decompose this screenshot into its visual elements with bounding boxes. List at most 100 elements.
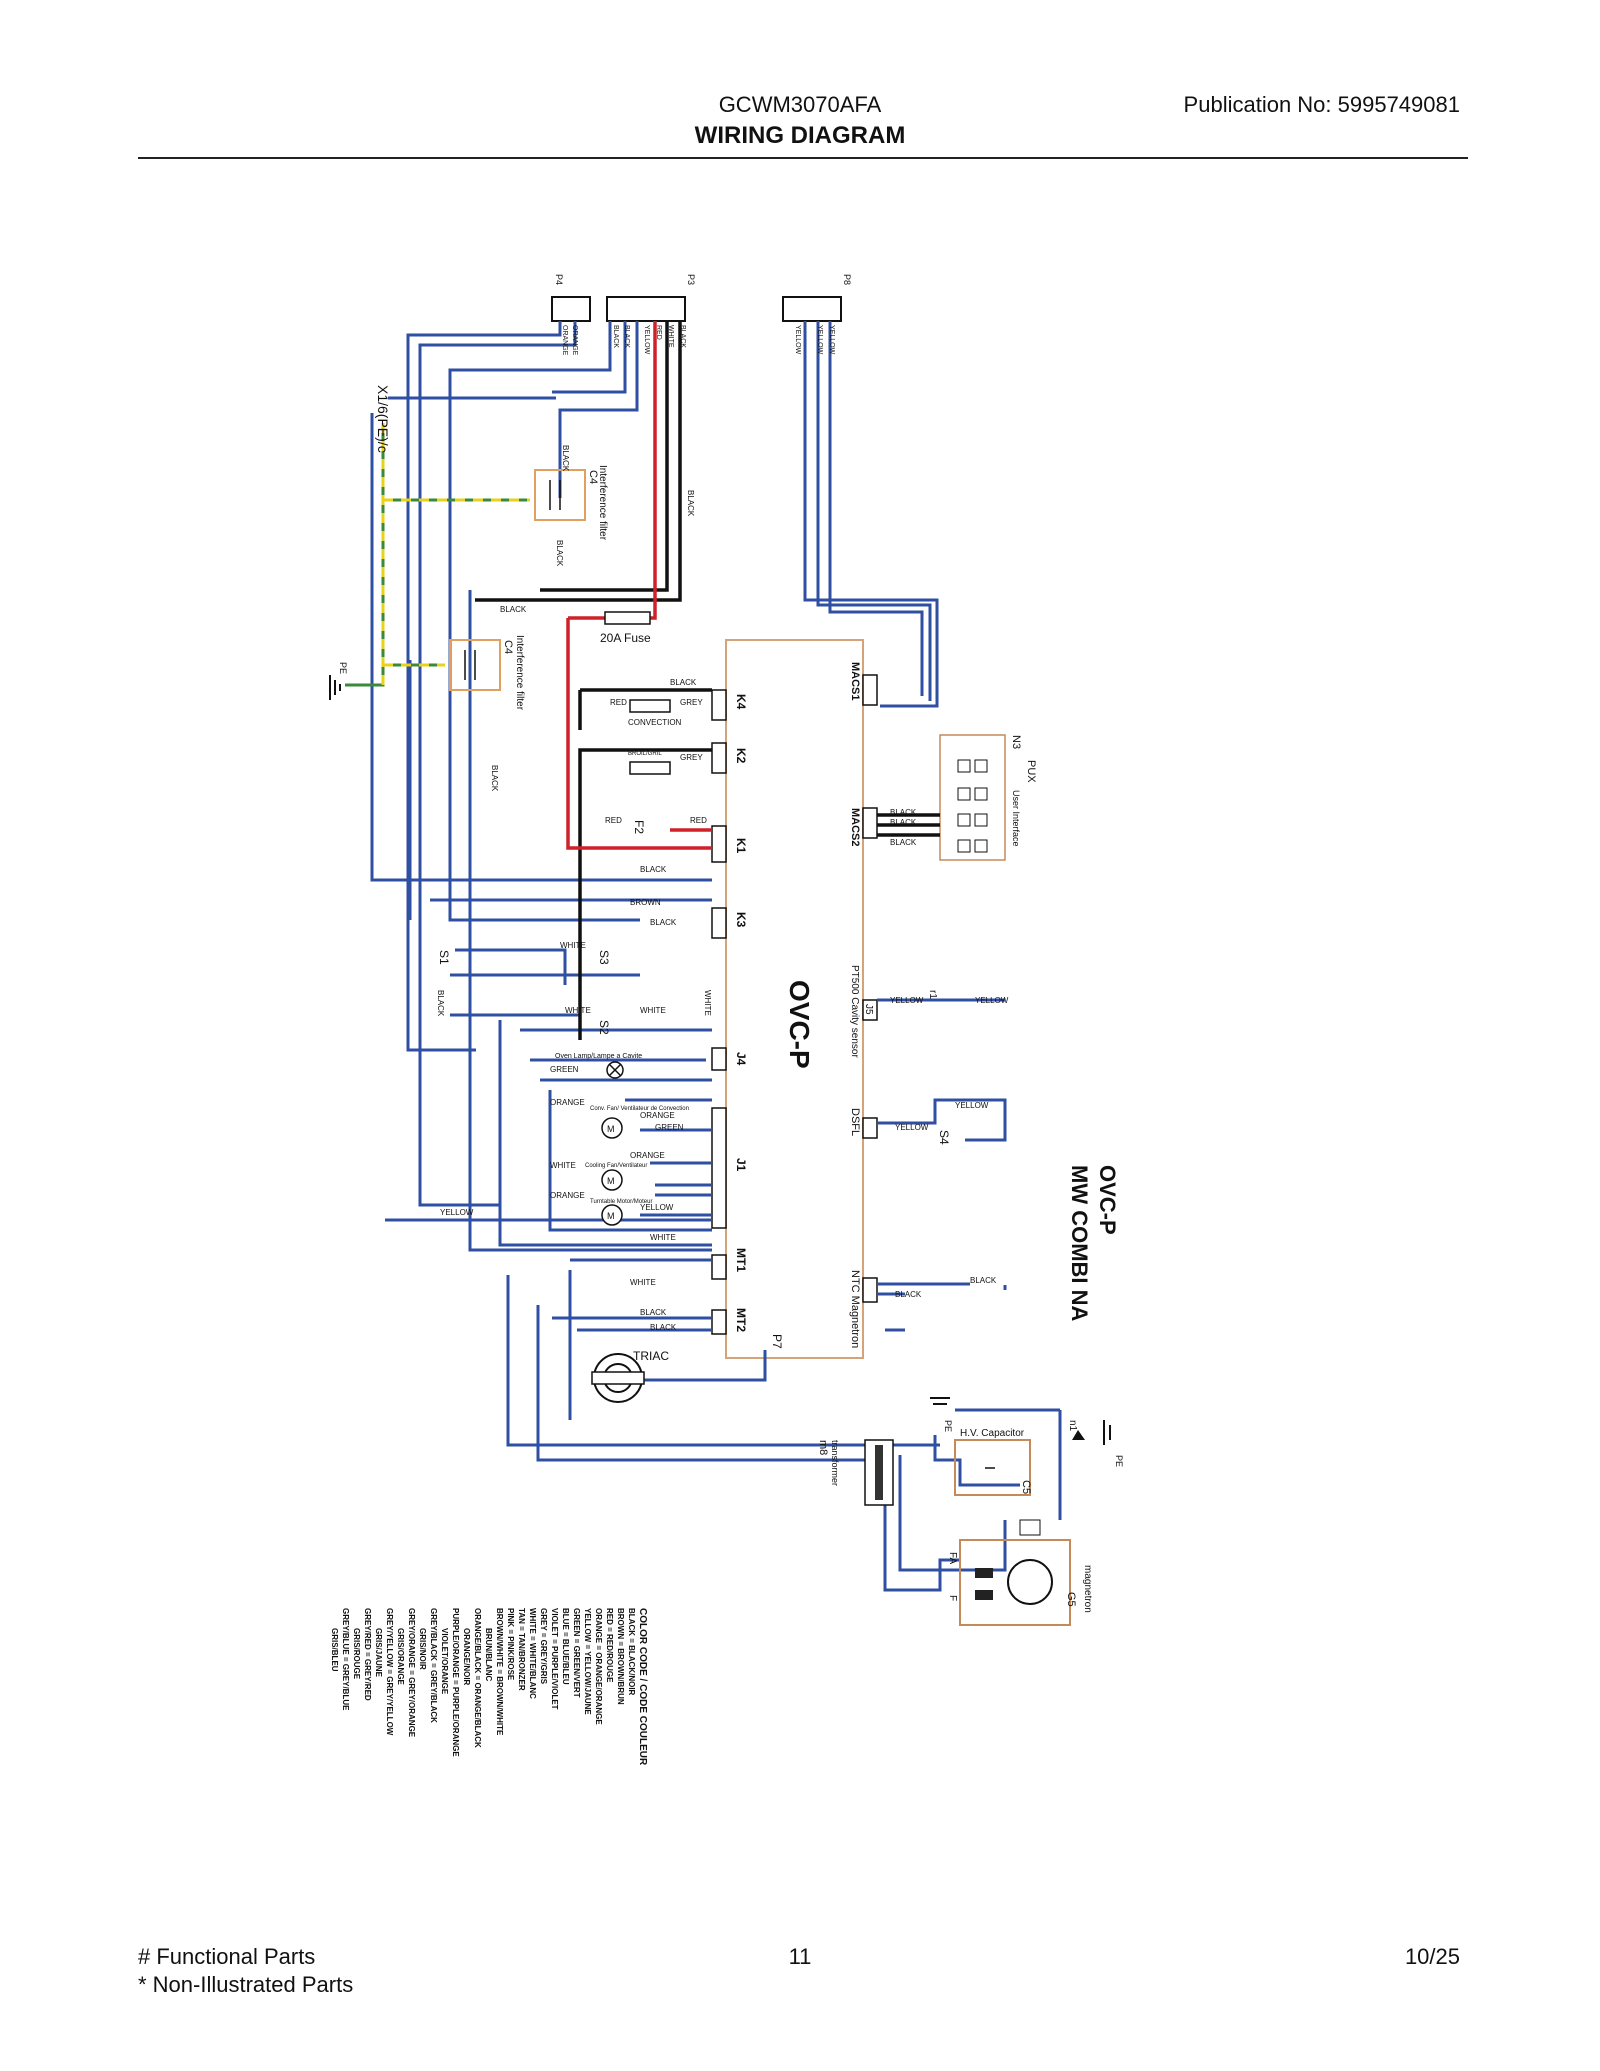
triac-label: TRIAC [633, 1349, 669, 1363]
transformer-label: transformer [830, 1440, 840, 1486]
wire-label-yellow-4: YELLOW [975, 996, 1009, 1005]
macs1-label: MACS1 [849, 662, 861, 701]
red-wires [566, 321, 712, 850]
pt500-label: PT500 Cavity sensor [849, 965, 860, 1058]
s1-label: S1 [437, 950, 451, 965]
wire-label-red-3: RED [690, 816, 707, 825]
wire-label-white-5: WHITE [650, 1233, 676, 1242]
color-code-entry: ORANGE = ORANGE/ORANGE [594, 1608, 603, 1725]
wire-label-white-1: WHITE [560, 941, 586, 950]
wire-label-black-5: BLACK [640, 1308, 667, 1317]
wire-label-black-1: BLACK [500, 605, 527, 614]
triac: TRIAC [591, 1349, 669, 1403]
color-code-entry: YELLOW = YELLOW/JAUNE [583, 1608, 592, 1715]
magnetron-label: magnetron [1082, 1565, 1093, 1613]
wire-label-black-2: BLACK [670, 678, 697, 687]
dsfl-label: DSFL [849, 1108, 861, 1136]
publication-number: Publication No: 5995749081 [1183, 92, 1460, 117]
wire-label-black-7: BLACK [970, 1276, 997, 1285]
color-code-entry: BROWN = BROWN/BRUN [616, 1608, 625, 1705]
ui-wires [877, 813, 940, 837]
color-code-entry: GREY/BLACK = GREY/BLACK [429, 1608, 438, 1723]
p8-wire-yellow-3: YELLOW [828, 325, 835, 355]
color-code-entry: WHITE = WHITE/BLANC [528, 1608, 537, 1699]
header-divider [138, 157, 1468, 159]
m8-label: m8 [817, 1440, 829, 1455]
pe-label-3: PE [943, 1420, 953, 1432]
color-code-entry: GREEN = GREEN/VERT [572, 1608, 581, 1698]
f2-label: F2 [632, 820, 646, 834]
fa-label: FA [947, 1552, 958, 1565]
wire-label-orange-4: ORANGE [550, 1191, 585, 1200]
wire-label-black-13: BLACK [490, 765, 499, 792]
svg-text:M: M [607, 1124, 615, 1134]
wire-label-grey-1: GREY [680, 698, 703, 707]
color-code-entry: BRUN/BLANC [484, 1628, 493, 1682]
p4-wire-orange-1: ORANGE [561, 325, 568, 356]
color-code-entry: PURPLE/ORANGE = PURPLE/ORANGE [451, 1608, 460, 1757]
interference-filter-2-label: Interference filter [514, 635, 525, 711]
convection-element: CONVECTION [628, 699, 682, 727]
p3-wire-red: RED [655, 325, 662, 340]
ground-symbol-left: PE [329, 662, 348, 700]
color-code-entry: ORANGE/NOIR [462, 1628, 471, 1686]
wire-label-yellow-6: YELLOW [895, 1123, 929, 1132]
mt2-label: MT2 [734, 1308, 748, 1332]
c4b-label: C4 [502, 640, 514, 654]
pe-label-1: PE [1114, 1455, 1124, 1467]
n3-label: N3 [1010, 735, 1022, 749]
connector-p3-label: P3 [686, 274, 696, 285]
color-code-entry: RED = RED/ROUGE [605, 1608, 614, 1683]
color-code-entry: GRIS/BLEU [330, 1628, 339, 1672]
color-code-entry: BROWN/WHITE = BROWN/WHITE [495, 1608, 504, 1736]
k4-label: K4 [734, 694, 748, 710]
page-title: WIRING DIAGRAM [694, 122, 906, 149]
wire-label-yellow-1: YELLOW [640, 1203, 674, 1212]
footer-functional-parts: # Functional Parts [138, 1944, 316, 1969]
wire-label-orange-3: ORANGE [630, 1151, 665, 1160]
j5-header [862, 999, 878, 1021]
wire-label-orange-2: ORANGE [640, 1111, 675, 1120]
k3-label: K3 [734, 912, 748, 928]
s3-label: S3 [597, 950, 611, 965]
connector-p4-label: P4 [554, 274, 564, 285]
wire-label-green-2: GREEN [655, 1123, 684, 1132]
wire-label-black-12: BLACK [686, 490, 695, 517]
k2-label: K2 [734, 748, 748, 764]
connector-p8: P8 [782, 274, 852, 322]
j1-label: J1 [734, 1158, 748, 1172]
wire-label-grey-2: GREY [680, 753, 703, 762]
color-code-entry: PINK = PINK/ROSE [506, 1608, 515, 1681]
s4-label: S4 [937, 1130, 951, 1145]
svg-text:M: M [607, 1176, 615, 1186]
n1-label: n1 [1067, 1420, 1078, 1432]
cooling-fan-motor: M Cooling Fan/Ventilateur [585, 1163, 647, 1191]
ground-wire [345, 423, 530, 687]
r1-label: r1 [927, 990, 938, 999]
wire-label-black-6: BLACK [650, 1323, 677, 1332]
k1-label: K1 [734, 838, 748, 854]
ovc-p-board [725, 639, 864, 1359]
model-label: OVC-P [1095, 1165, 1120, 1235]
wire-label-white-7: WHITE [703, 990, 712, 1016]
j4-label: J4 [734, 1052, 748, 1066]
s2-label: S2 [597, 1020, 611, 1035]
wire-label-black-8: BLACK [895, 1290, 922, 1299]
interference-filter-1: Interference filter C4 [534, 465, 608, 541]
wire-label-white-6: WHITE [630, 1278, 656, 1287]
j6-header [862, 1277, 878, 1303]
magnetron: magnetron G5 FA F [947, 1519, 1093, 1626]
conv-fan-motor: M Conv. Fan/ Ventilateur de Convection [590, 1106, 689, 1139]
wire-label-red-1: RED [610, 698, 627, 707]
broil-element: BROIL/GRIL [628, 751, 671, 775]
color-code-entry: GRIS/JAUNE [374, 1628, 383, 1678]
ground-symbol-transformer: PE [930, 1397, 953, 1432]
wire-label-black-10: BLACK [890, 818, 917, 827]
color-code-entry: BLACK = BLACK/NOIR [627, 1608, 636, 1696]
hv-diode: n1 PE [1067, 1420, 1124, 1467]
color-code-title: COLOR CODE / CODE COULEUR [637, 1608, 648, 1766]
pe-label-2: PE [338, 662, 348, 674]
p8-wire-yellow-1: YELLOW [794, 325, 801, 355]
wire-label-red-2: RED [605, 816, 622, 825]
